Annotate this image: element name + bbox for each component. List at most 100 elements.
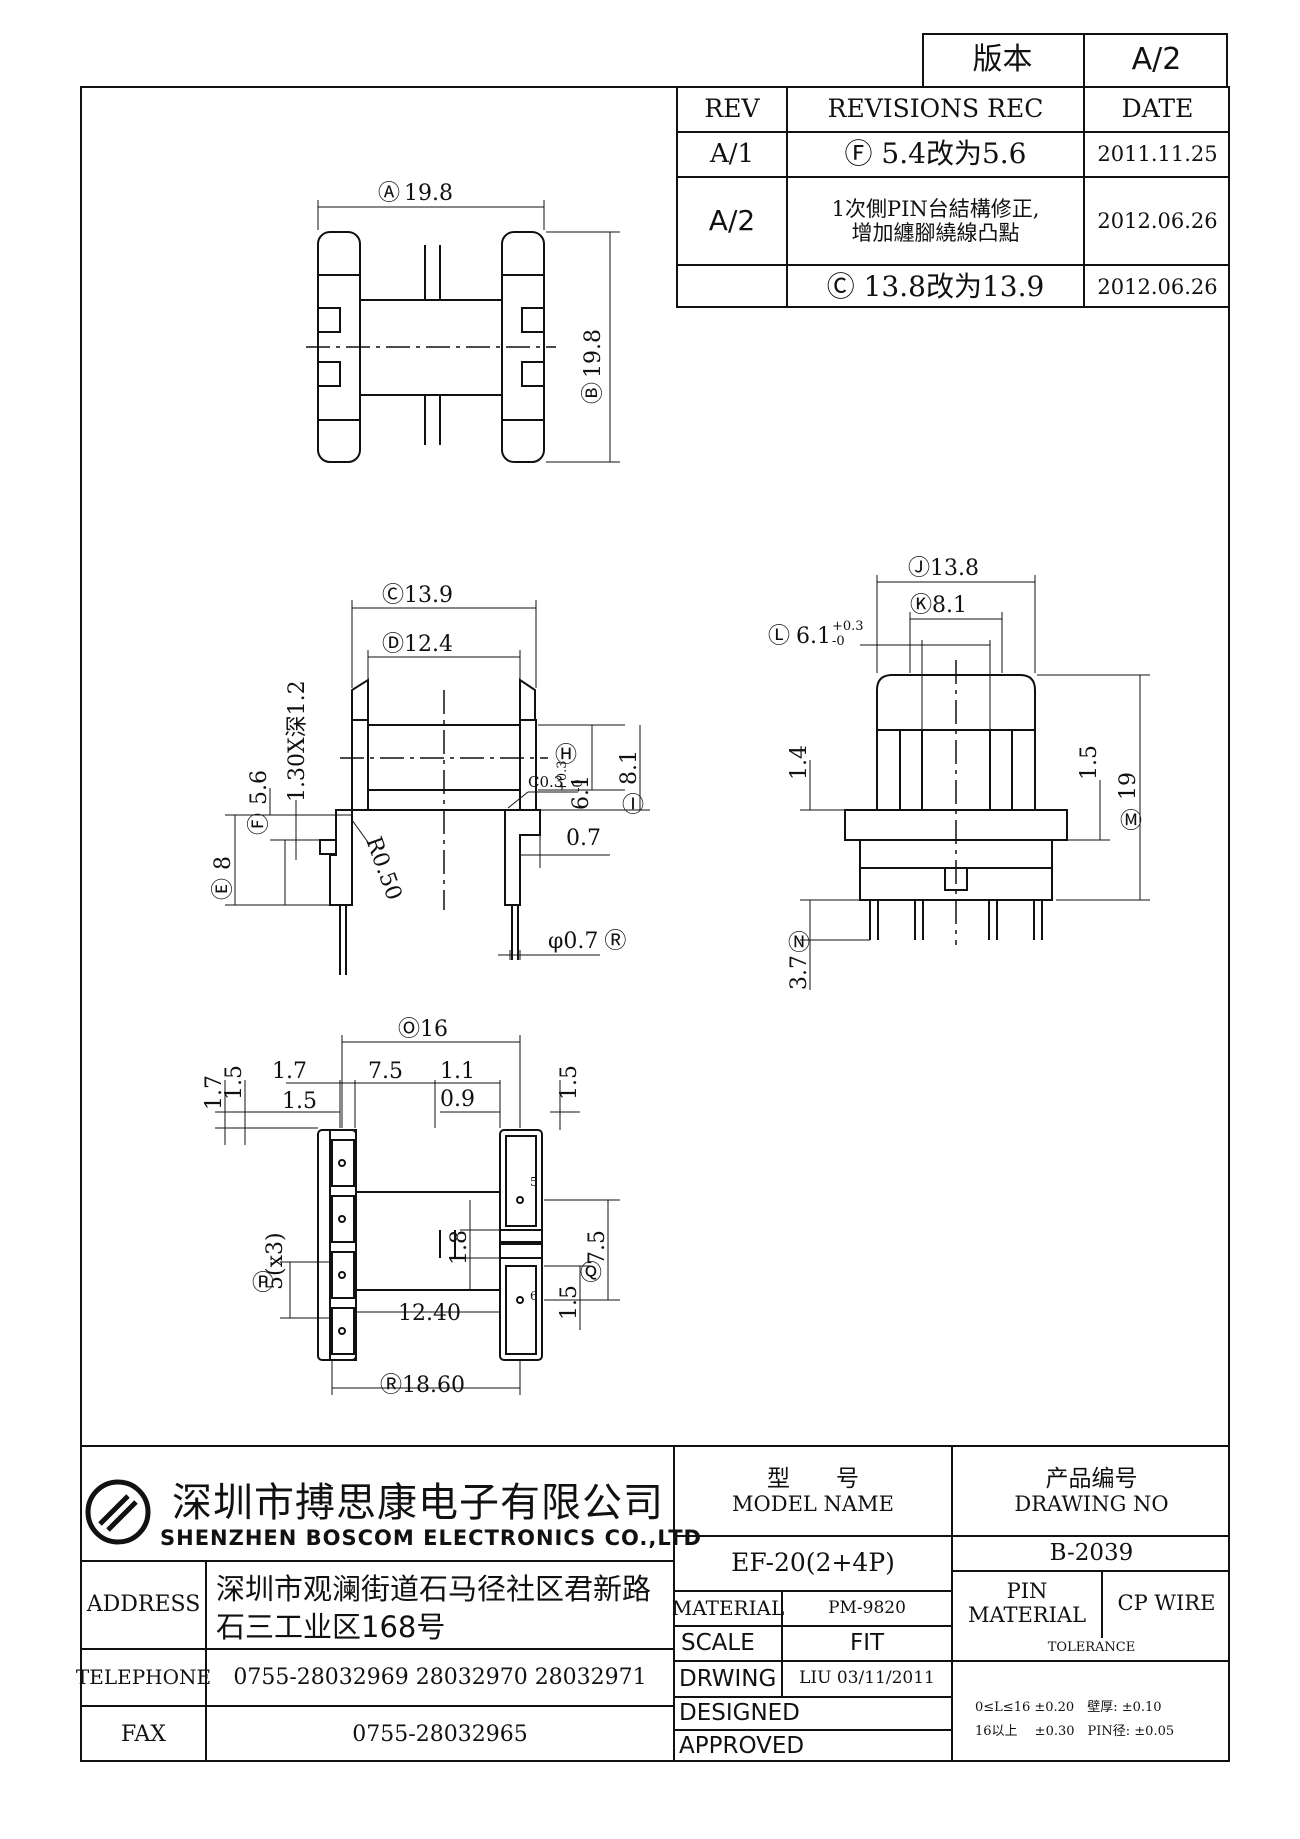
address-value: 深圳市观澜街道石马径社区君新路 石三工业区168号 (216, 1570, 671, 1646)
svg-text:1.5: 1.5 (222, 1065, 247, 1100)
tolerance-values: 0≤L≤16 ±0.20 壁厚: ±0.10 16以上 ±0.30 PIN径: … (975, 1696, 1225, 1744)
svg-text:19: 19 (1116, 772, 1141, 800)
svg-text:Ⓕ: Ⓕ (247, 813, 272, 835)
dim-r: 18.60 (402, 1373, 465, 1398)
material-value: PM-9820 (828, 1597, 906, 1618)
svg-text:Ⓚ8.1: Ⓚ8.1 (910, 593, 967, 618)
svg-text:1.5: 1.5 (557, 1065, 582, 1100)
rev-row-1-rev: A/1 (709, 138, 755, 169)
svg-text:1.8: 1.8 (447, 1230, 472, 1265)
rev-row-3-date: 2012.06.26 (1097, 274, 1218, 299)
telephone-value: 0755-28032969 28032970 28032971 (233, 1664, 647, 1690)
svg-text:Ⓔ: Ⓔ (211, 878, 236, 900)
marker-r-bottom: Ⓡ (380, 1373, 402, 1398)
dim-c03: C0.3 (528, 773, 563, 791)
drawing-no-value: B-2039 (1049, 1540, 1134, 1567)
model-name-header: 型 号 MODEL NAME (675, 1447, 951, 1535)
model-cn: 型 号 (767, 1465, 859, 1492)
dim-l: 6.1 (796, 624, 831, 649)
rev-row-1-rec: Ⓕ 5.4改为5.6 (844, 137, 1027, 171)
dim-07: 0.7 (566, 826, 601, 851)
dim-18: 1.8 (447, 1230, 472, 1265)
dim-hole: 1.30X深1.2 (285, 680, 310, 802)
svg-text:Ⓐ19.8: Ⓐ19.8 (378, 181, 453, 206)
company-name-cn: 深圳市搏思康电子有限公司 (172, 1480, 664, 1526)
svg-text:5(x3): 5(x3) (263, 1232, 288, 1290)
fax-label: FAX (121, 1721, 166, 1747)
marker-l: Ⓛ (768, 624, 790, 649)
marker-m: Ⓜ (1120, 809, 1142, 834)
svg-text:Ⓑ19.8: Ⓑ 19.8 (581, 329, 606, 404)
company-name-en: SHENZHEN BOSCOM ELECTRONICS CO.,LTD (160, 1526, 702, 1550)
dim-17a: 1.7 (202, 1075, 227, 1110)
marker-a: Ⓐ (378, 181, 400, 206)
dim-l-tol-plus: +0.3 (832, 619, 864, 634)
side-view (800, 575, 1150, 990)
svg-text:Ⓓ12.4: Ⓓ12.4 (382, 632, 453, 657)
designed-label: DESIGNED (679, 1700, 800, 1727)
address-line1: 深圳市观澜街道石马径社区君新路 (216, 1572, 652, 1606)
marker-k: Ⓚ (910, 593, 932, 618)
dim-15d: 1.5 (557, 1285, 582, 1320)
dim-n: 3.7 (787, 955, 812, 990)
dim-09: 0.9 (440, 1087, 475, 1112)
dim-m: 19 (1116, 772, 1141, 800)
dim-d: 12.4 (404, 632, 453, 657)
rev-row-1-date: 2011.11.25 (1097, 142, 1218, 167)
pin-material-word: MATERIAL (967, 1603, 1087, 1627)
svg-text:R0.50: R0.50 (360, 834, 406, 904)
revision-table (676, 86, 1230, 308)
dim-b: 19.8 (581, 329, 606, 378)
marker-i: Ⓘ (622, 793, 644, 818)
dim-p: 5(x3) (263, 1232, 288, 1290)
dim-15b: 1.5 (282, 1089, 317, 1114)
marker-p: Ⓟ (252, 1271, 274, 1296)
dim-15: 1.5 (1077, 745, 1102, 780)
marker-f: Ⓕ (247, 813, 272, 835)
tolerance-line2: 16以上 ±0.30 PIN径: ±0.05 (975, 1724, 1175, 1739)
marker-h: Ⓗ (555, 743, 577, 768)
address-line2: 石三工业区168号 (216, 1610, 446, 1644)
rev-row-3-rec: Ⓒ 13.8改为13.9 (826, 269, 1045, 303)
model-en: MODEL NAME (732, 1492, 894, 1517)
dim-e: 8 (211, 856, 236, 870)
svg-text:7.5: 7.5 (585, 1230, 610, 1265)
svg-text:6.1: 6.1 (569, 775, 594, 810)
rev-row-2-rev: A/2 (708, 203, 756, 237)
scale-value: FIT (849, 1630, 885, 1657)
pin-material-value: CP WIRE (1117, 1590, 1216, 1615)
dim-75: 7.5 (368, 1059, 403, 1084)
fax-value: 0755-28032965 (352, 1721, 528, 1747)
dim-j: 13.8 (930, 556, 979, 581)
marker-b: Ⓑ (581, 382, 606, 404)
material-label: MATERIAL (671, 1596, 785, 1620)
drwing-label: DRWING (679, 1665, 777, 1692)
version-box (922, 33, 1228, 86)
dim-q: 7.5 (585, 1230, 610, 1265)
marker-r-front: Ⓡ (604, 929, 626, 954)
rev-row-2-rec-line2: 增加纏腳繞線凸點 (851, 221, 1020, 245)
svg-text:+0.3: +0.3 (555, 760, 570, 792)
svg-text:1.4: 1.4 (787, 745, 812, 780)
dim-o: 16 (420, 1017, 448, 1042)
marker-q: Ⓠ (580, 1261, 602, 1286)
marker-j: Ⓙ (908, 556, 930, 581)
rev-header: REV (704, 94, 760, 124)
svg-text:1.5: 1.5 (557, 1285, 582, 1320)
front-view (225, 600, 650, 975)
version-label: 版本 (972, 41, 1033, 77)
dim-k: 8.1 (932, 593, 967, 618)
drawing-cn: 产品编号 (1045, 1465, 1138, 1492)
marker-e: Ⓔ (211, 878, 236, 900)
rev-row-2-date: 2012.06.26 (1097, 208, 1218, 233)
dim-h-tol-minus: -0 (571, 779, 586, 792)
dim-56: 5.6 (247, 770, 272, 805)
svg-text:8: 8 (211, 856, 236, 870)
dim-r050: R0.50 (360, 834, 406, 904)
dim-c: 13.9 (404, 583, 453, 608)
svg-text:Ⓒ13.9: Ⓒ13.9 (382, 583, 453, 608)
drwing-value: LIU 03/11/2011 (799, 1668, 935, 1689)
dim-15a: 1.5 (222, 1065, 247, 1100)
svg-text:-0: -0 (571, 779, 586, 792)
